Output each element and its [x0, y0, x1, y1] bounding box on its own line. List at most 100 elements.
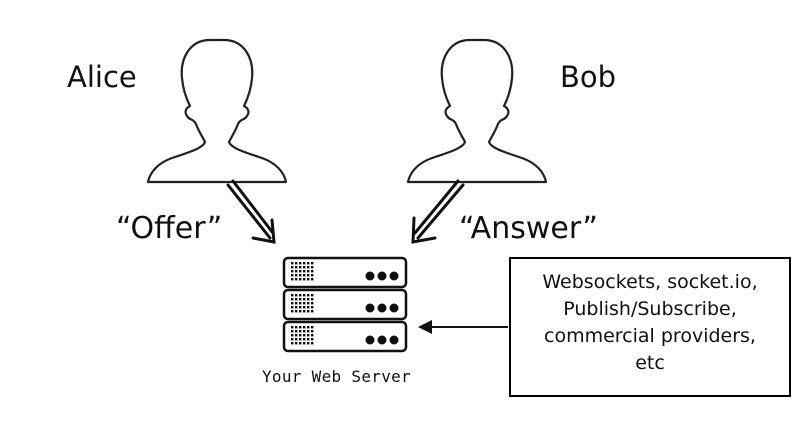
server-vent-dot [311, 334, 314, 337]
server-vent-dot [295, 298, 298, 301]
signaling-option-line: Publish/Subscribe, [563, 298, 737, 320]
server-vent-dot [307, 294, 310, 297]
server-vent-dot [291, 266, 294, 269]
server-vent-dot [291, 326, 294, 329]
server-vent-dot [295, 330, 298, 333]
server-vent-dot [307, 278, 310, 281]
server-vent-dot [291, 334, 294, 337]
server-vent-dot [295, 306, 298, 309]
server-vent-dot [311, 330, 314, 333]
server-vent-dot [307, 342, 310, 345]
server-vent-dot [295, 274, 298, 277]
server-vent-dot [295, 262, 298, 265]
bob-person-icon [406, 38, 548, 184]
server-vent-dot [299, 334, 302, 337]
server-vent-dot [311, 262, 314, 265]
server-vent-dot [311, 270, 314, 273]
server-vent-dot [311, 278, 314, 281]
server-vent-dot [295, 266, 298, 269]
server-vent-dot [311, 274, 314, 277]
server-vent-dot [311, 266, 314, 269]
server-vent-dot [307, 270, 310, 273]
server-vent-dot [307, 266, 310, 269]
server-vent-dot [299, 326, 302, 329]
server-vent-dot [311, 298, 314, 301]
server-vent-dot [303, 270, 306, 273]
server-vent-dot [299, 310, 302, 313]
server-vent-dot [295, 278, 298, 281]
server-vent-dot [307, 302, 310, 305]
server-vent-dot [303, 306, 306, 309]
alice-person-icon [146, 38, 288, 184]
server-vent-dot [299, 306, 302, 309]
server-vent-dot [295, 302, 298, 305]
server-vent-dot [303, 266, 306, 269]
server-vent-dot [291, 270, 294, 273]
server-vent-dot [299, 262, 302, 265]
server-vent-dot [295, 326, 298, 329]
server-vent-dot [299, 270, 302, 273]
answer-arrow [411, 179, 465, 244]
server-vent-dot [299, 298, 302, 301]
server-vent-dot [291, 278, 294, 281]
server-vent-dot [303, 326, 306, 329]
server-vent-dot [311, 326, 314, 329]
server-vent-dot [291, 302, 294, 305]
signaling-option-line: Websockets, socket.io, [542, 271, 758, 293]
server-vent-dot [303, 298, 306, 301]
server-vent-dot [307, 334, 310, 337]
server-vent-dot [307, 306, 310, 309]
server-vent-dot [295, 342, 298, 345]
answer-label: “Answer” [459, 211, 598, 246]
server-vent-dot [299, 278, 302, 281]
server-vent-dot [307, 338, 310, 341]
server-vent-dot [291, 342, 294, 345]
server-vent-dot [303, 342, 306, 345]
signaling-options-box: Websockets, socket.io, Publish/Subscribe… [509, 257, 791, 397]
signaling-arrowhead [418, 320, 432, 334]
alice-label: Alice [67, 60, 137, 94]
server-vent-dot [291, 274, 294, 277]
server-vent-dot [307, 262, 310, 265]
server-vent-dot [307, 274, 310, 277]
server-vent-dot [295, 310, 298, 313]
server-vent-dot [303, 302, 306, 305]
server-vent-dot [295, 338, 298, 341]
signaling-option-line: etc [635, 352, 665, 374]
server-vent-dot [291, 306, 294, 309]
server-vent-dot [311, 338, 314, 341]
server-vent-dot [307, 298, 310, 301]
server-vent-dot [295, 294, 298, 297]
server-vent-dot [303, 262, 306, 265]
server-vent-dot [303, 294, 306, 297]
server-vent-dot [303, 274, 306, 277]
server-vent-dot [311, 302, 314, 305]
server-vent-dot [307, 330, 310, 333]
server-vent-dot [311, 310, 314, 313]
server-vent-dot [303, 278, 306, 281]
server-vent-dot [303, 330, 306, 333]
server-vent-dot [311, 306, 314, 309]
server-vent-dot [299, 294, 302, 297]
server-vent-dot [307, 310, 310, 313]
server-caption: Your Web Server [262, 367, 411, 386]
server-vent-dot [291, 298, 294, 301]
server-vent-dot [291, 310, 294, 313]
server-vent-dot [295, 334, 298, 337]
server-vent-dot [299, 274, 302, 277]
server-vent-dot [299, 302, 302, 305]
server-vent-dot [311, 342, 314, 345]
server-vent-dot [291, 294, 294, 297]
server-rack-icon [282, 256, 408, 353]
signaling-option-line: commercial providers, [544, 325, 756, 347]
server-vent-dot [295, 270, 298, 273]
offer-label: “Offer” [116, 211, 223, 246]
server-vent-dot [299, 330, 302, 333]
bob-label: Bob [560, 60, 617, 94]
server-vent-dot [291, 338, 294, 341]
server-vent-dot [303, 334, 306, 337]
offer-arrow [226, 179, 276, 244]
server-vent-dot [299, 266, 302, 269]
server-vent-dot [311, 294, 314, 297]
